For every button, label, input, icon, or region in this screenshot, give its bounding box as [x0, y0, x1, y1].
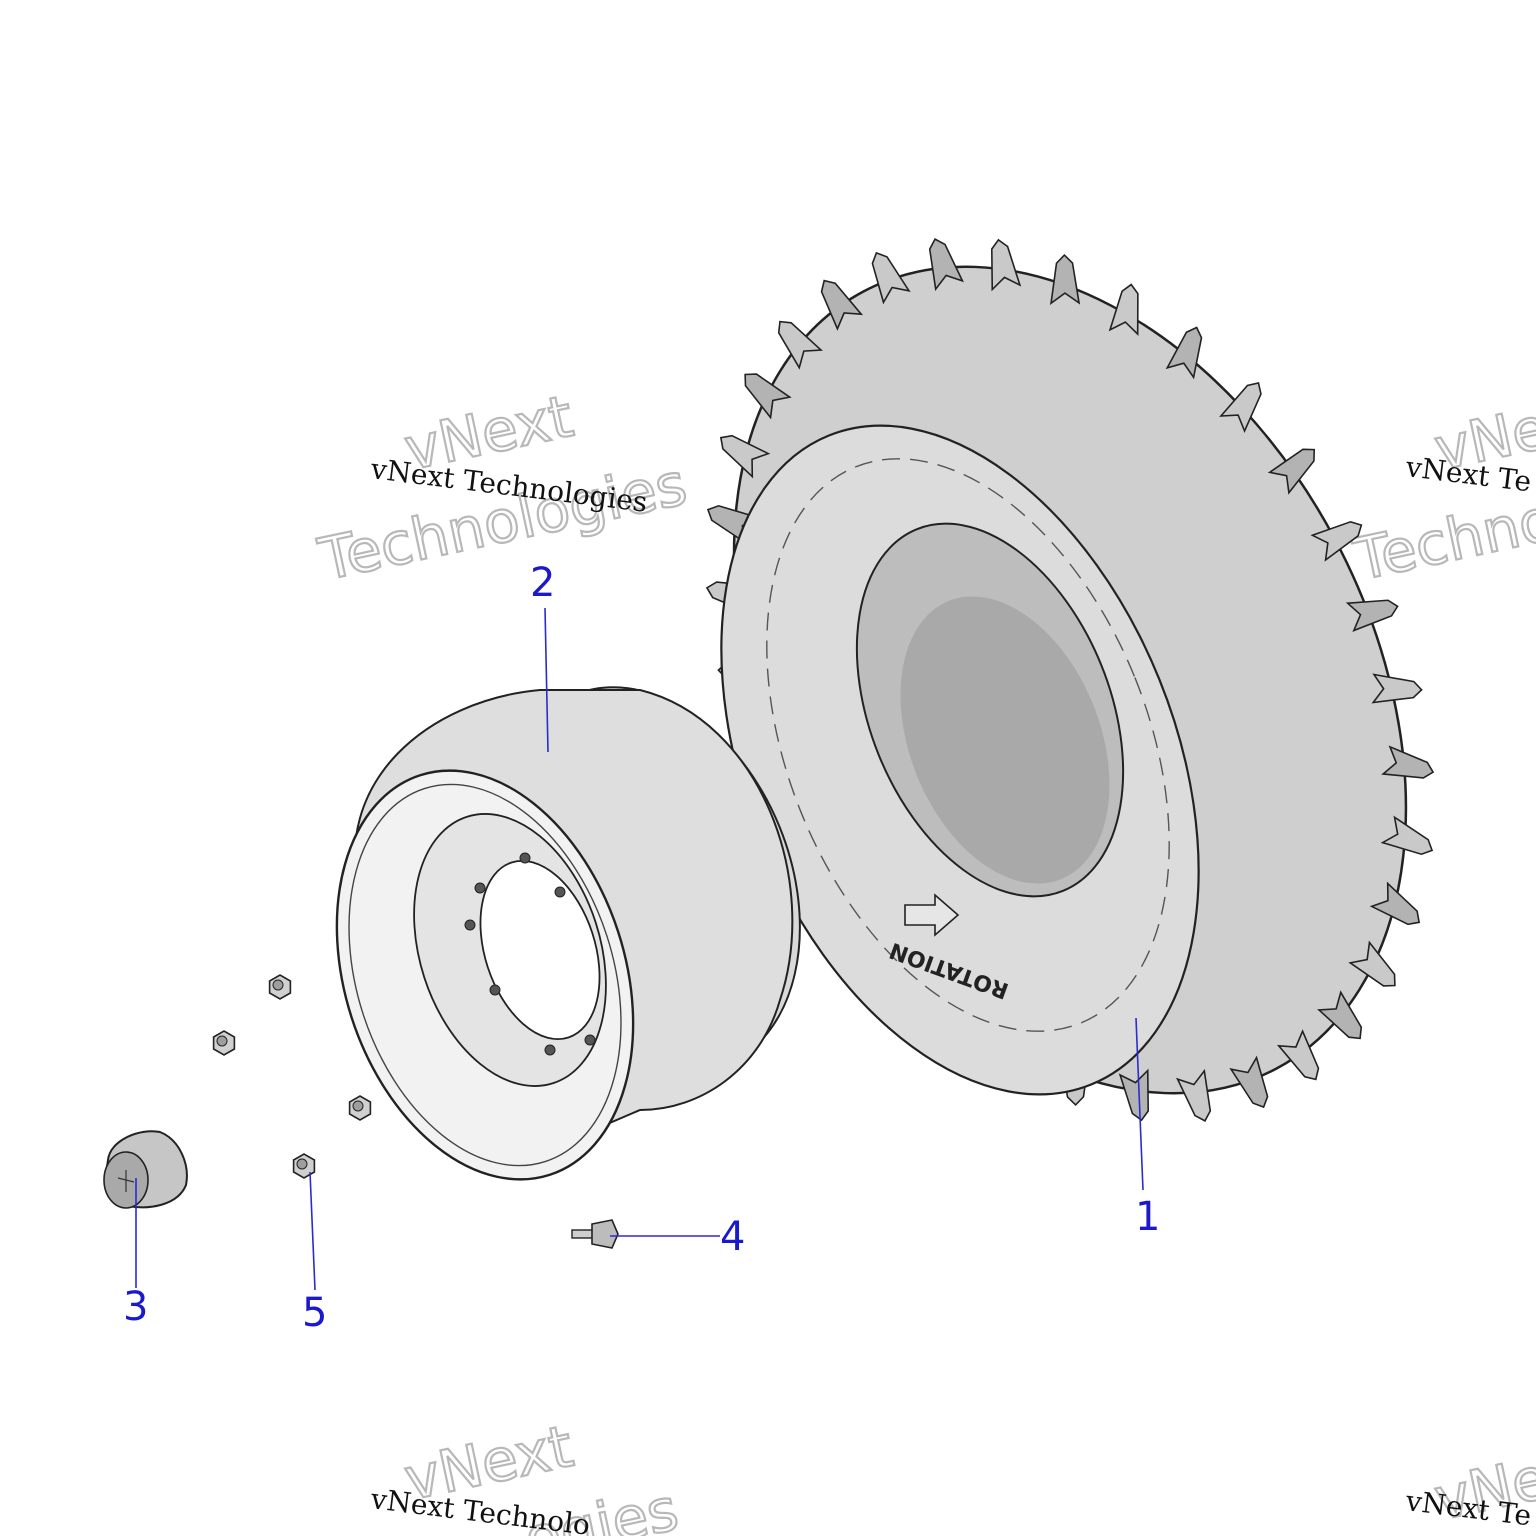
tread-lug — [1371, 673, 1423, 704]
tread-lug — [820, 279, 864, 331]
lug-hole — [474, 882, 486, 894]
watermark-bottom-left: vNext ogies vNext Technolo — [368, 1411, 685, 1536]
lug-hole — [584, 1034, 596, 1046]
lug-nut — [348, 1095, 372, 1121]
tread-lug — [1050, 253, 1081, 306]
lug-hole — [554, 886, 566, 898]
tread-lug — [719, 434, 771, 479]
tread-lug — [777, 320, 823, 370]
callout-label-2: 2 — [530, 560, 555, 606]
tread-lug — [1369, 881, 1421, 926]
wheel-rim — [335, 686, 801, 1181]
tread-lug — [990, 238, 1022, 292]
callout-label-5: 5 — [302, 1290, 327, 1336]
valve-stem — [571, 1219, 619, 1249]
tread-lug — [1348, 940, 1396, 987]
lug-hole — [544, 1044, 556, 1056]
lug-hole — [519, 852, 531, 864]
tread-lug — [1108, 283, 1139, 337]
watermark-top-left: vNext Technologies vNext Technologies — [312, 381, 694, 595]
tread-lug — [744, 373, 792, 420]
rotation-arrow-icon — [904, 893, 960, 937]
callout-5: 5 — [302, 1171, 327, 1336]
tread-lug — [871, 251, 911, 305]
tread-lug — [1381, 745, 1435, 779]
callout-1: 1 — [1135, 1017, 1160, 1240]
tread-lug — [1229, 1055, 1269, 1109]
tread-lug — [1219, 382, 1262, 434]
watermark-top-right: vNe Techno vNext Te — [1347, 393, 1536, 596]
lug-hole — [464, 919, 476, 931]
lug-nut — [268, 974, 292, 1000]
callout-2: 2 — [530, 560, 555, 753]
lug-nuts — [212, 974, 372, 1179]
lug-hole — [489, 984, 501, 996]
lug-nut — [212, 1030, 236, 1056]
lug-nut — [292, 1153, 316, 1179]
callout-3: 3 — [123, 1178, 148, 1330]
tread-lug — [1380, 815, 1434, 856]
tread-lug — [1176, 1068, 1212, 1122]
hub-cap — [103, 1130, 188, 1209]
tread-lug — [706, 504, 760, 545]
callout-label-1: 1 — [1135, 1194, 1160, 1240]
tire: ROTATION — [705, 238, 1435, 1122]
tread-lug — [1276, 1029, 1320, 1081]
watermark-bottom-right: vNe vNext Te — [1403, 1443, 1536, 1535]
tread-lug — [1317, 990, 1363, 1040]
tread-lug — [928, 238, 964, 292]
callout-label-3: 3 — [123, 1284, 148, 1330]
callout-4: 4 — [610, 1214, 745, 1260]
watermark-outline-right2: Techno — [1348, 485, 1536, 594]
tread-lug — [1165, 326, 1203, 380]
tread-lug — [1118, 1068, 1150, 1122]
tread-lug — [1310, 520, 1363, 562]
tread-lug — [1267, 448, 1316, 495]
wheel-lug-holes — [464, 852, 596, 1056]
callout-label-4: 4 — [720, 1214, 745, 1260]
tread-lug — [1345, 599, 1399, 632]
